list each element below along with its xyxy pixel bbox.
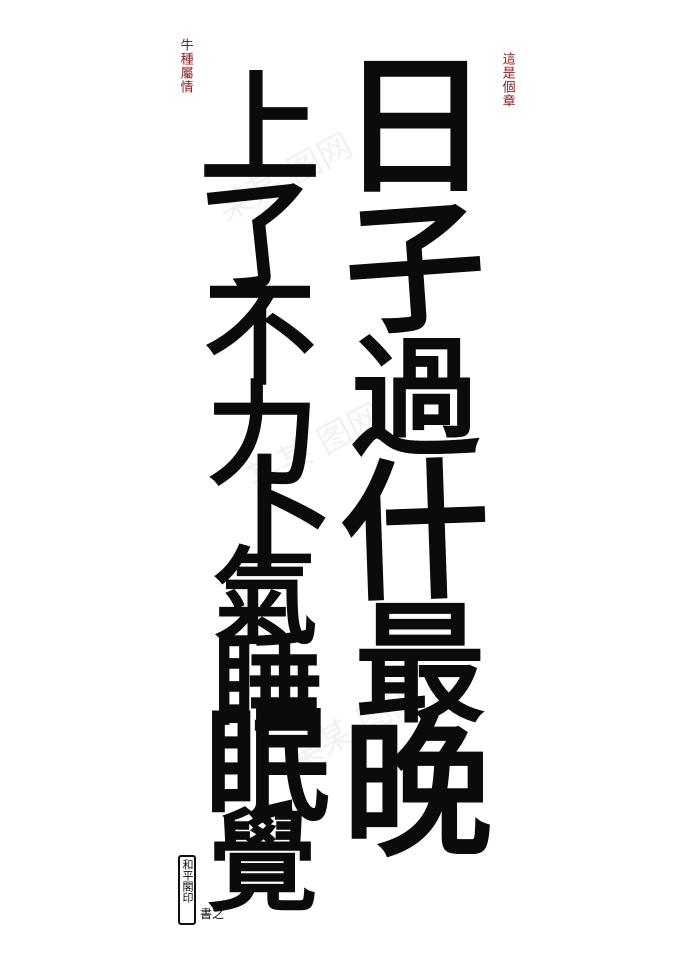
calligraphy-char: 卜 bbox=[215, 444, 335, 585]
artist-seal: 和平閣印 bbox=[178, 855, 196, 925]
artist-seal-text: 和平閣印 bbox=[181, 859, 194, 903]
calligraphy-char: 上 bbox=[200, 59, 320, 200]
calligraphy-char: 眠 bbox=[205, 694, 330, 840]
calligraphy-char: 最 bbox=[354, 588, 485, 741]
calligraphy-char: 睡 bbox=[212, 620, 323, 749]
seal-top-left: 牛種屬情 bbox=[177, 38, 193, 94]
calligraphy-char: 晚 bbox=[342, 702, 493, 878]
calligraphy-char: 力 bbox=[206, 370, 319, 501]
calligraphy-char: 日 bbox=[339, 39, 490, 215]
calligraphy-char: 不 bbox=[204, 270, 316, 401]
seal-top-right: 這是個章 bbox=[499, 52, 515, 108]
calligraphy-char: 過 bbox=[351, 324, 480, 474]
calligraphy-char: 覺 bbox=[207, 798, 318, 927]
artist-signature: 書之 bbox=[200, 907, 225, 921]
calligraphy-char: 子 bbox=[339, 183, 491, 357]
calligraphy-char: 氣 bbox=[212, 535, 318, 659]
